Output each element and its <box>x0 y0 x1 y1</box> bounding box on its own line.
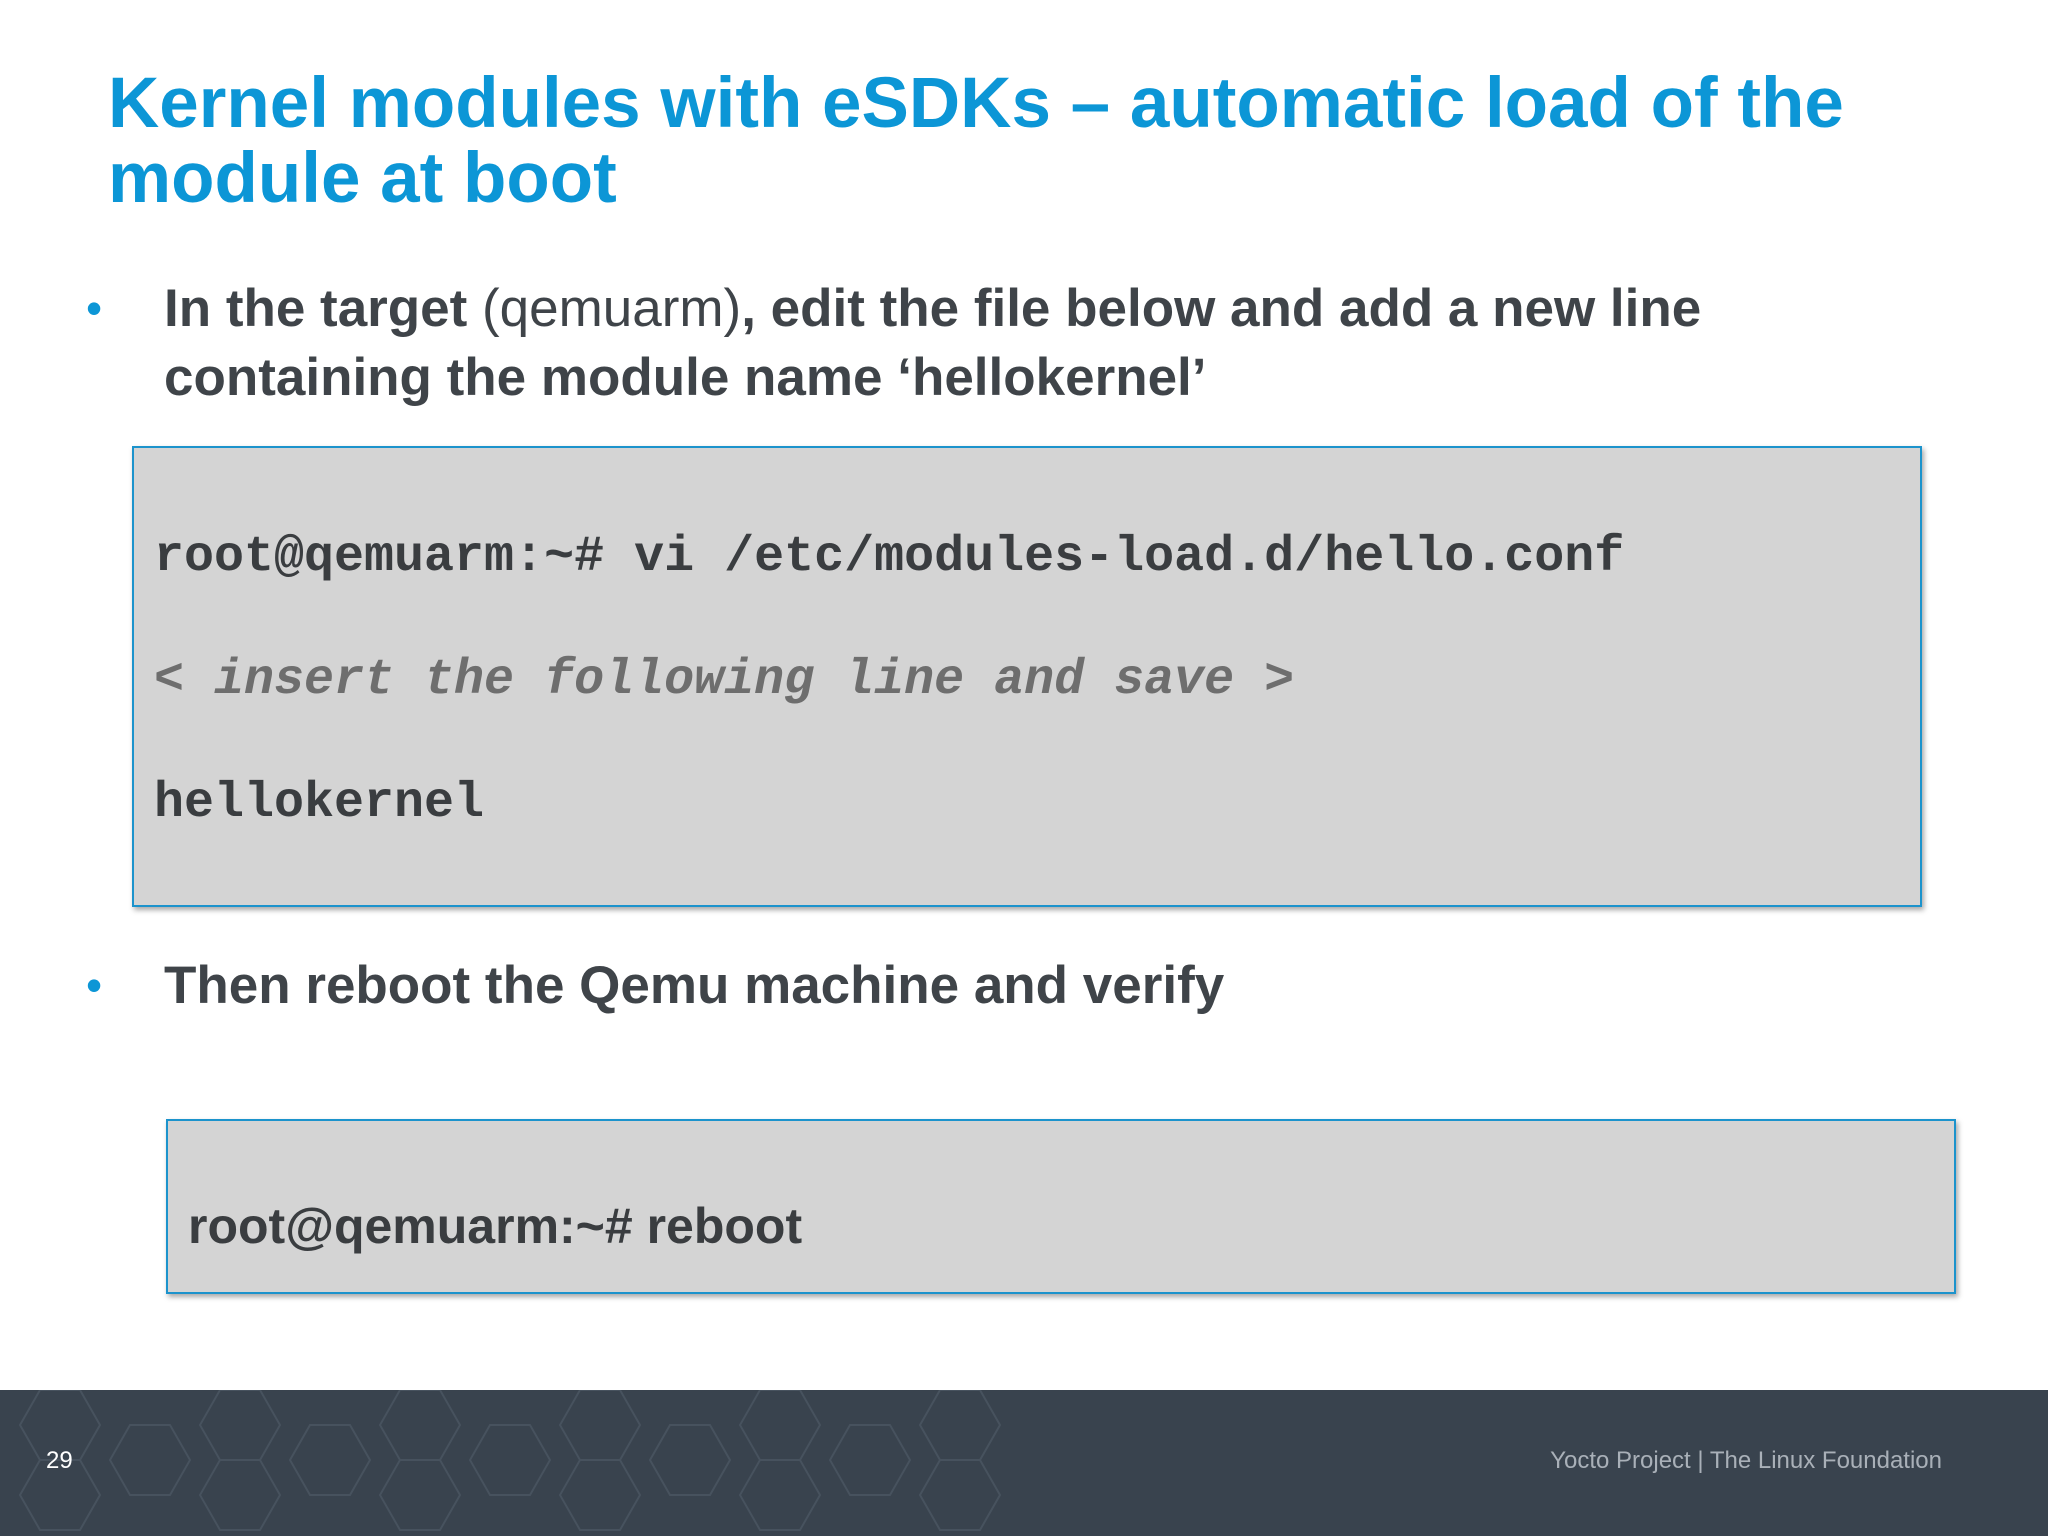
bullet-marker: • <box>86 959 103 1011</box>
code-block-reboot: root@qemuarm:~# reboot <box>166 1119 1956 1294</box>
code-line-reboot-command: root@qemuarm:~# reboot <box>188 1198 803 1254</box>
bullet-item-reboot: Then reboot the Qemu machine and verify <box>164 951 1884 1020</box>
slide-footer: 29 Yocto Project | The Linux Foundation <box>0 1390 2048 1536</box>
code-block-edit-conf: root@qemuarm:~# vi /etc/modules-load.d/h… <box>132 446 1922 907</box>
bullet-text-bold: Then reboot the Qemu machine and verify <box>164 956 1225 1015</box>
bullet-marker: • <box>86 282 103 334</box>
bullet-text-normal: (qemuarm) <box>467 279 742 338</box>
code-line-command: root@qemuarm:~# vi /etc/modules-load.d/h… <box>154 529 1625 586</box>
slide-title: Kernel modules with eSDKs – automatic lo… <box>108 64 1844 218</box>
code-line-module-name: hellokernel <box>154 775 485 832</box>
code-line-comment: < insert the following line and save > <box>154 652 1295 709</box>
page-number: 29 <box>46 1447 73 1474</box>
footer-credit: Yocto Project | The Linux Foundation <box>1550 1447 1942 1474</box>
bullet-text-bold: In the target <box>164 279 468 338</box>
bullet-text-bold-rest: , edit the file below and add a new line… <box>164 279 1702 407</box>
bullet-item-edit-file: In the target (qemuarm), edit the file b… <box>164 274 1884 412</box>
hexagon-pattern-decoration <box>18 1390 1002 1531</box>
